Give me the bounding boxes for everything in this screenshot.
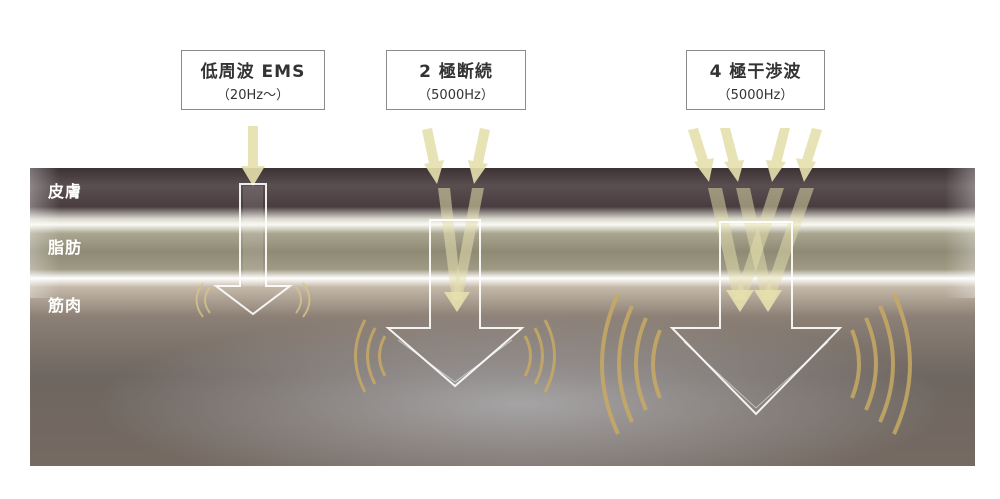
method-title: 2 極断続 (419, 62, 493, 82)
layer-label-fat: 脂肪 (48, 238, 83, 257)
method-title: 4 極干渉波 (709, 62, 802, 82)
four-pole-muscle-arrow (669, 221, 843, 416)
ems-wave-icon (195, 282, 311, 318)
ems-incoming-arrow (241, 126, 265, 186)
method-frequency: （5000Hz） (717, 88, 794, 103)
layer-label-muscle: 筋肉 (48, 296, 83, 315)
method-frequency: （5000Hz） (418, 88, 494, 103)
ems-group (195, 126, 311, 318)
layer-label-skin: 皮膚 (48, 182, 83, 201)
muscle-glow (30, 260, 975, 466)
four-pole-wave-icon (600, 293, 912, 435)
method-frequency: （20Hz〜） (216, 88, 290, 103)
two-pole-incoming-arrows (422, 128, 490, 184)
method-box-ems: 低周波 EMS （20Hz〜） (181, 50, 325, 110)
four-pole-incoming-arrows (688, 128, 822, 182)
method-title: 低周波 EMS (200, 62, 306, 82)
four-pole-group (600, 128, 912, 435)
two-pole-group (354, 128, 556, 393)
ems-muscle-arrow (213, 183, 293, 316)
method-box-four-pole: 4 極干渉波 （5000Hz） (686, 50, 825, 110)
method-box-two-pole: 2 極断続 （5000Hz） (386, 50, 526, 110)
two-pole-wave-icon (354, 319, 556, 393)
